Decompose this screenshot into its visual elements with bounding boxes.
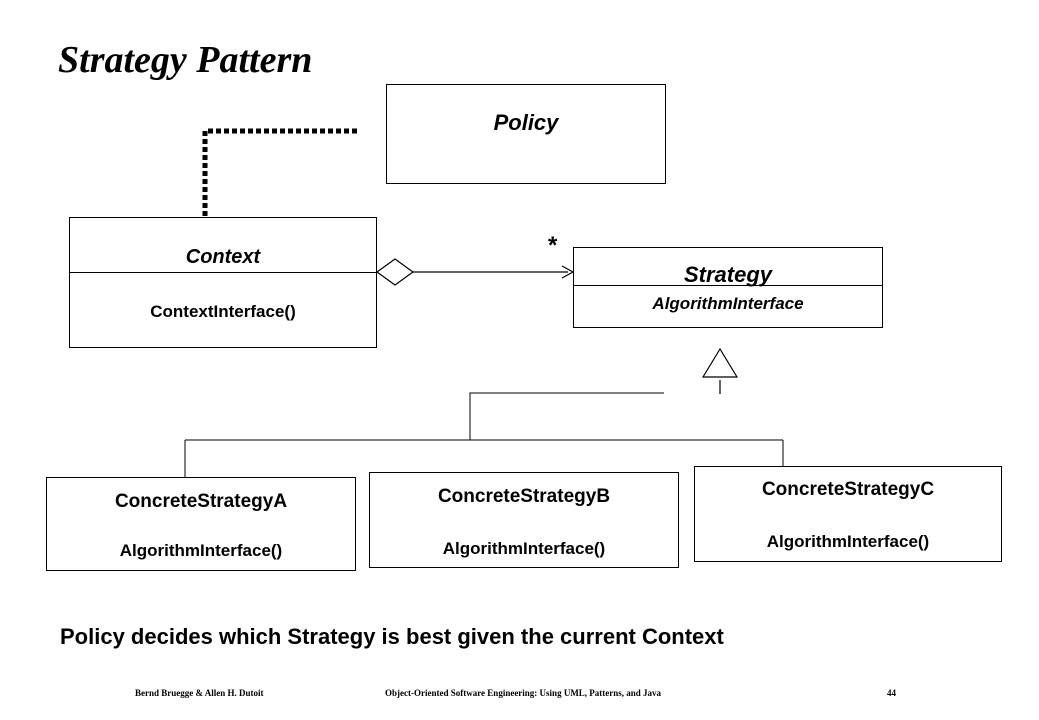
strategy-class-name: Strategy [683,262,773,287]
footer-page-number: 44 [887,688,896,698]
aggregation-diamond [375,258,415,286]
policy-class-name: Policy [493,110,559,135]
concrete-strategy-c-name: ConcreteStrategyC [761,479,935,500]
context-divider [70,272,376,273]
policy-class-box: Policy [386,84,666,184]
concrete-strategy-b-name: ConcreteStrategyB [437,486,611,507]
footer-authors: Bernd Bruegge & Allen H. Dutoit [135,688,264,698]
strategy-class-box: Strategy AlgorithmInterface [573,247,883,328]
slide-title: Strategy Pattern [58,39,313,81]
concrete-strategy-b-operation: AlgorithmInterface() [442,539,606,558]
concrete-strategy-a-box: ConcreteStrategyA AlgorithmInterface() [46,477,356,571]
context-class-name: Context [185,246,261,268]
generalization-branch [469,392,664,440]
strategy-divider [574,285,882,286]
multiplicity-label: * [548,232,558,259]
context-class-box: Context ContextInterface() [69,217,377,348]
footer-book-title: Object-Oriented Software Engineering: Us… [385,688,662,698]
dotted-association-line [202,128,357,216]
slide-caption: Policy decides which Strategy is best gi… [60,624,724,649]
context-operation: ContextInterface() [150,302,296,321]
strategy-operation: AlgorithmInterface [652,294,804,313]
concrete-strategy-a-name: ConcreteStrategyA [114,491,288,512]
inheritance-triangle [701,347,739,378]
concrete-strategy-c-box: ConcreteStrategyC AlgorithmInterface() [694,466,1002,562]
concrete-strategy-b-box: ConcreteStrategyB AlgorithmInterface() [369,472,679,568]
concrete-strategy-c-operation: AlgorithmInterface() [766,532,930,551]
concrete-strategy-a-operation: AlgorithmInterface() [119,541,283,560]
